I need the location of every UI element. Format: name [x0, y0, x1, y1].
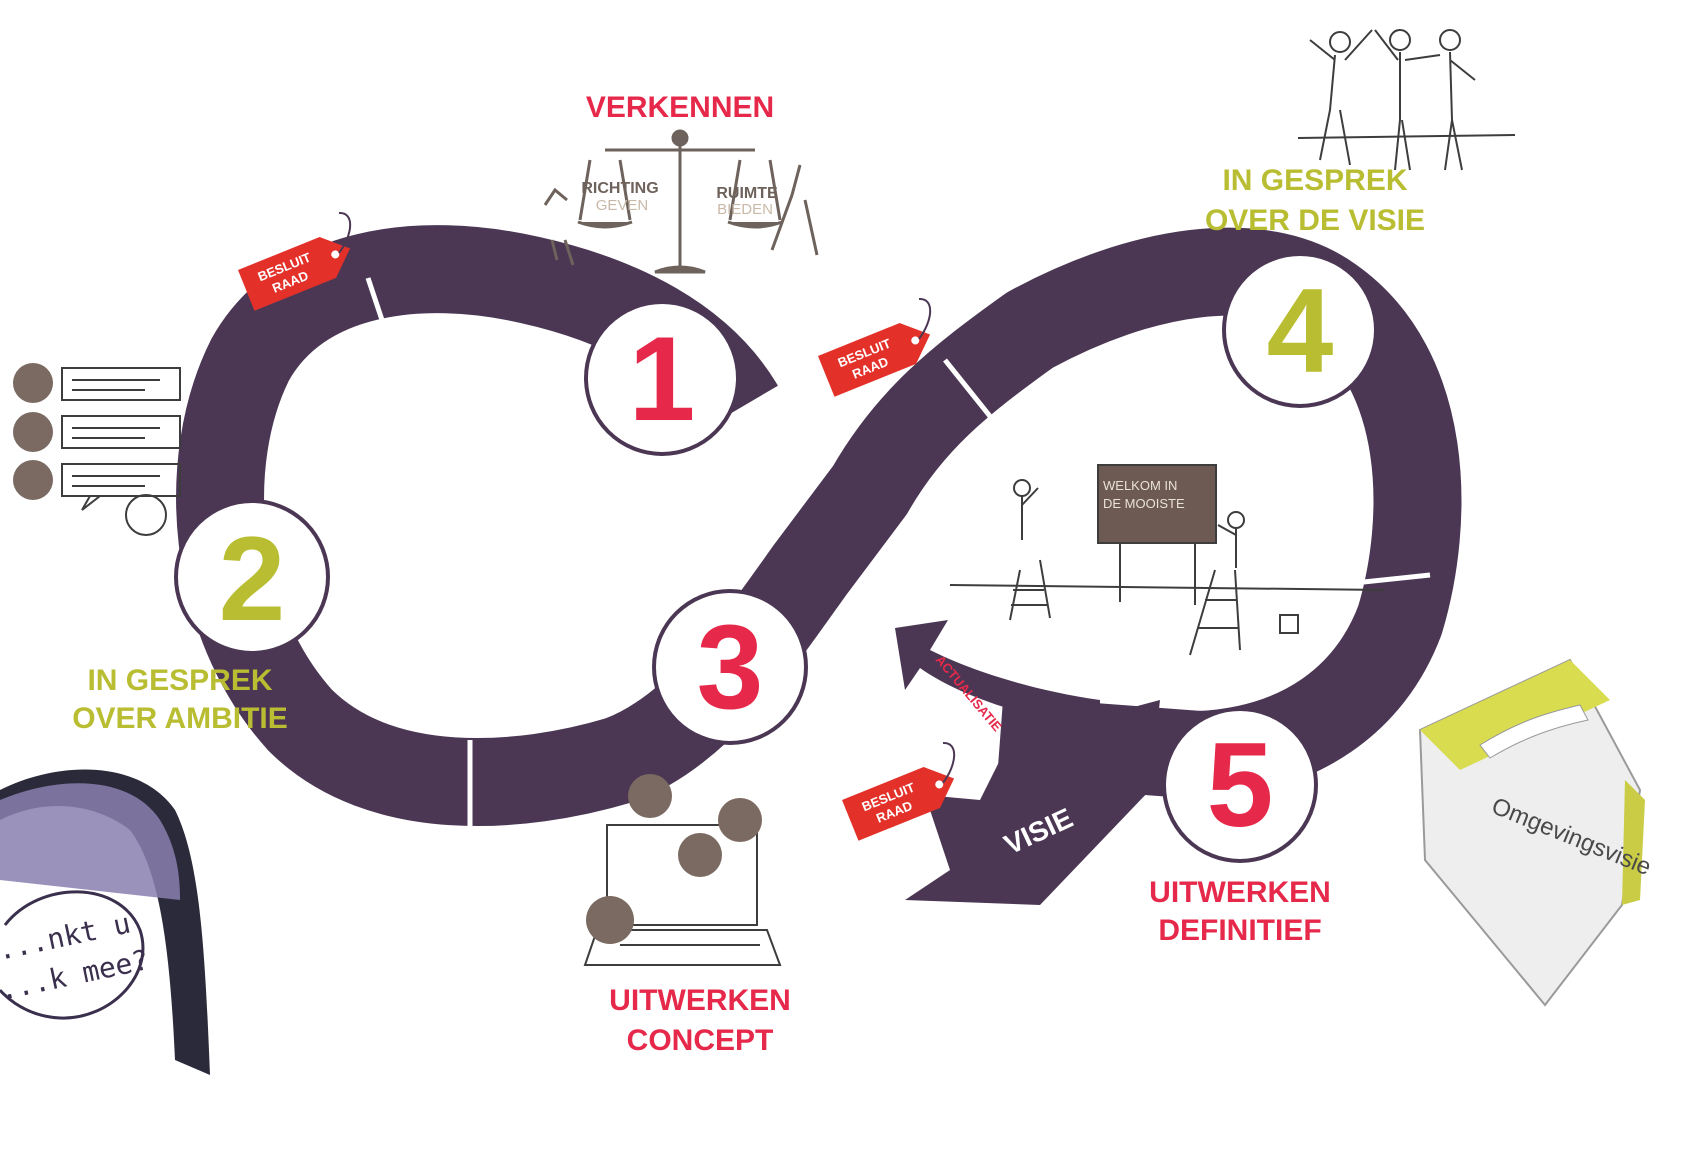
step-5-label-line1: UITWERKEN — [1149, 876, 1331, 909]
step-number: 4 — [1267, 264, 1334, 398]
step-3: 3 — [652, 589, 808, 745]
lightbulb-icon — [13, 412, 53, 452]
lightbulb-icon — [678, 833, 722, 877]
scale-illustration — [543, 129, 819, 274]
speech-bubble — [0, 890, 145, 1020]
track-separators — [365, 277, 1431, 835]
price-tag-icon — [818, 323, 931, 397]
step-number: 1 — [629, 312, 696, 446]
step-number: 5 — [1207, 718, 1274, 852]
step-number: 2 — [219, 512, 286, 646]
step-5-label-line2: DEFINITIEF — [1158, 914, 1321, 947]
gift-box-illustration — [1418, 658, 1645, 1007]
tent-illustration — [0, 769, 210, 1075]
paint-bucket-icon — [1279, 614, 1299, 634]
step-1: 1 — [584, 300, 740, 456]
step-2: 2 — [174, 499, 330, 655]
visie-arrow — [905, 700, 1160, 905]
person-avatar-icon — [125, 494, 167, 536]
price-tag-icon — [238, 237, 351, 311]
scale-label-bieden: BIEDEN — [717, 201, 773, 218]
besluit-raad-tag-1: BESLUIT RAAD — [238, 212, 352, 311]
person-avatar-icon — [718, 798, 762, 842]
actualisatie-arrow — [895, 620, 1100, 730]
step-3-label-line2: CONCEPT — [627, 1024, 774, 1057]
price-tag-icon — [842, 767, 955, 841]
board-text-line2: DE MOOISTE — [1103, 496, 1185, 511]
step-5: 5 — [1162, 707, 1318, 863]
scale-label-ruimte: RUIMTE — [716, 185, 778, 202]
step-2-label-line2: OVER AMBITIE — [72, 702, 288, 735]
step-4-label-line1: IN GESPREK — [1222, 164, 1407, 197]
lightbulb-icon — [13, 460, 53, 500]
whiteboard-illustration — [949, 464, 1386, 656]
step-3-label-line1: UITWERKEN — [609, 984, 791, 1017]
step-number: 3 — [697, 600, 764, 734]
step-2-label-line1: IN GESPREK — [87, 664, 272, 697]
laptop-illustration — [583, 774, 782, 966]
step-4: 4 — [1222, 252, 1378, 408]
people-illustration — [1297, 29, 1516, 171]
step-1-label: VERKENNEN — [586, 91, 774, 124]
laptop-icon — [583, 824, 782, 966]
idea-list-illustration — [13, 363, 181, 536]
step-4-label-line2: OVER DE VISIE — [1205, 204, 1425, 237]
scale-label-geven: GEVEN — [596, 197, 649, 214]
person-avatar-icon — [586, 896, 634, 944]
board-text-line1: WELKOM IN — [1103, 478, 1177, 493]
scale-label-richting: RICHTING — [581, 180, 658, 197]
person-avatar-icon — [628, 774, 672, 818]
lightbulb-icon — [13, 363, 53, 403]
